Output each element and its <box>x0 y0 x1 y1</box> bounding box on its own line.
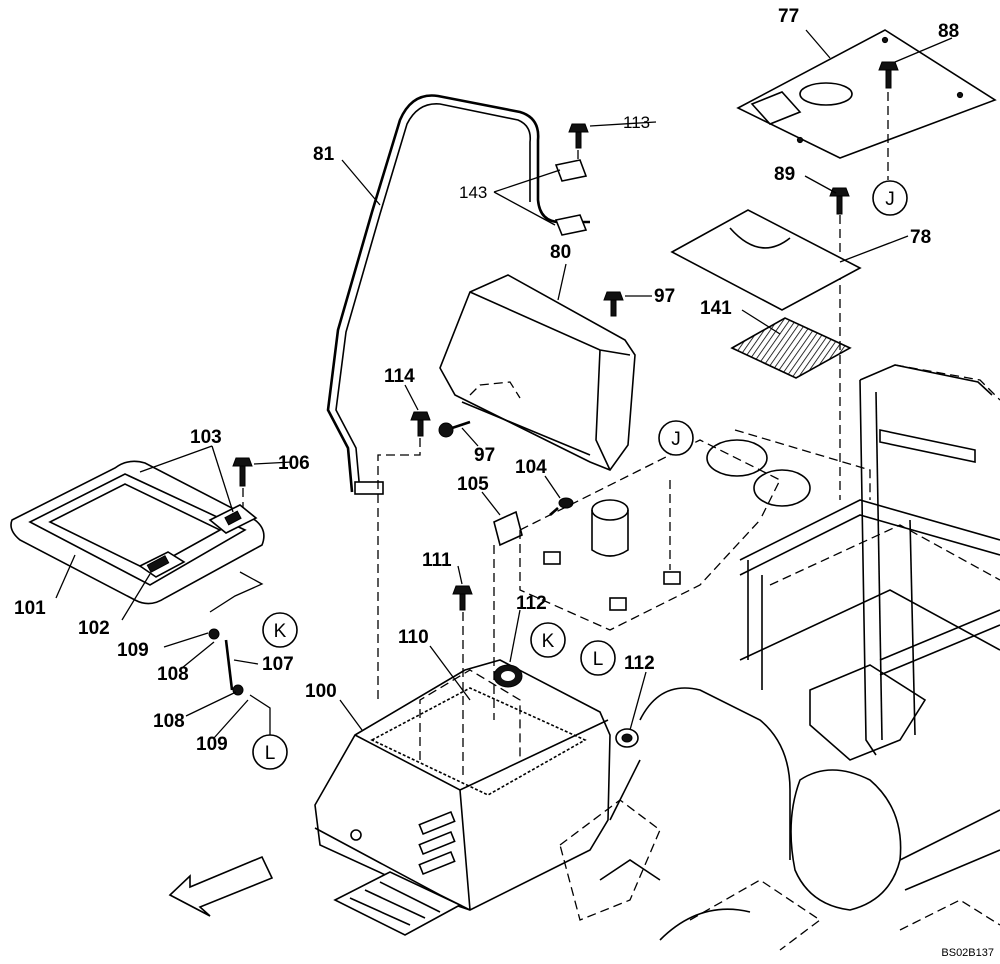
part-label-143: 143 <box>459 183 487 202</box>
reference-K-left: K <box>262 612 298 648</box>
reference-L-center: L <box>580 640 616 676</box>
part-label-77: 77 <box>778 6 799 27</box>
reference-K-left-text: K <box>274 621 287 642</box>
front-arrow-icon <box>168 855 274 917</box>
upper-frame <box>734 364 1000 761</box>
reference-K-center-text: K <box>542 631 555 652</box>
reference-J-top: J <box>872 180 908 216</box>
part-label-103: 103 <box>190 427 222 448</box>
bolt-89 <box>829 187 850 215</box>
plate-78 <box>670 209 862 311</box>
reference-L-left: L <box>252 734 288 770</box>
handrail-81 <box>326 94 590 495</box>
part-label-141: 141 <box>700 298 732 319</box>
part-label-111: 111 <box>422 550 452 571</box>
part-label-104: 104 <box>515 457 547 478</box>
bracket-143 <box>554 159 588 236</box>
part-label-78: 78 <box>910 227 931 248</box>
part-label-112-right: 112 <box>624 653 655 674</box>
bolt-113 <box>568 123 589 149</box>
part-label-101: 101 <box>14 598 46 619</box>
part-labels: 77 88 113 81 143 89 78 80 97 141 114 97 … <box>14 6 959 755</box>
reference-J-top-text: J <box>885 189 895 210</box>
hood-100 <box>314 659 611 911</box>
reference-L-center-text: L <box>593 649 604 670</box>
bolt-97a <box>603 291 624 317</box>
part-label-108-top: 108 <box>157 664 189 685</box>
part-label-110: 110 <box>398 627 429 648</box>
part-label-102: 102 <box>78 618 110 639</box>
bracket-105 <box>493 510 523 720</box>
part-label-114: 114 <box>384 366 415 387</box>
plate-77 <box>736 29 997 159</box>
part-label-108-bottom: 108 <box>153 711 185 732</box>
drawing-code: BS02B137 <box>941 947 994 959</box>
cap-112a <box>493 664 523 688</box>
bolt-97b <box>438 420 471 438</box>
reference-K-center: K <box>530 622 566 658</box>
part-label-80: 80 <box>550 242 571 263</box>
part-label-89: 89 <box>774 164 795 185</box>
reference-J-mid-text: J <box>671 429 681 450</box>
tank-bracket-assembly <box>519 439 811 631</box>
part-label-109-bottom: 109 <box>196 734 228 755</box>
reference-L-left-text: L <box>265 743 276 764</box>
bolt-114 <box>410 411 431 437</box>
part-label-112-center: 112 <box>516 593 547 614</box>
reference-J-mid: J <box>658 420 694 456</box>
part-label-105: 105 <box>457 474 489 495</box>
bolt-88 <box>878 61 899 89</box>
part-label-109-top: 109 <box>117 640 149 661</box>
rod-107 <box>208 628 244 696</box>
lid-101 <box>10 460 265 605</box>
part-label-113: 113 <box>623 113 650 132</box>
leader-lines <box>55 29 953 739</box>
part-label-107: 107 <box>262 654 294 675</box>
bolt-111 <box>452 585 473 611</box>
part-label-97-mid: 97 <box>474 445 495 466</box>
bolt-106 <box>232 457 253 487</box>
part-label-81: 81 <box>313 144 335 165</box>
filter-141 <box>730 317 852 379</box>
cap-112b <box>615 728 639 748</box>
lower-frame <box>559 687 1000 951</box>
step <box>333 871 462 936</box>
part-label-97-top: 97 <box>654 286 675 307</box>
cover-80 <box>439 274 636 471</box>
part-label-106: 106 <box>278 453 310 474</box>
frame-110 <box>370 669 587 796</box>
bolt-104 <box>549 497 574 516</box>
part-label-88: 88 <box>938 21 959 42</box>
part-label-100: 100 <box>305 681 337 702</box>
